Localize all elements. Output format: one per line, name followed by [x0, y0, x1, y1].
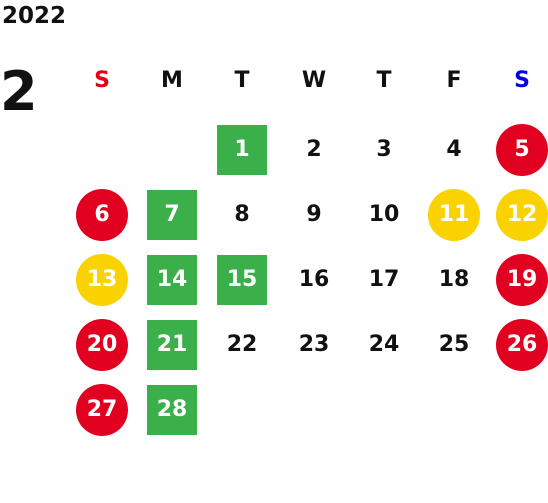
day-cell-17[interactable]: 17: [368, 267, 400, 292]
weekday-thu: T: [376, 68, 392, 93]
year-label: 2022: [2, 3, 67, 29]
day-cell-3[interactable]: 3: [376, 137, 392, 162]
weekday-wed: W: [301, 68, 327, 93]
day-cell-2[interactable]: 2: [306, 137, 322, 162]
day-cell-27[interactable]: 27: [76, 384, 128, 436]
day-cell-13[interactable]: 13: [76, 254, 128, 306]
day-cell-21[interactable]: 21: [147, 320, 197, 370]
day-cell-16[interactable]: 16: [298, 267, 330, 292]
day-cell-28[interactable]: 28: [147, 385, 197, 435]
day-cell-5[interactable]: 5: [496, 124, 548, 176]
day-cell-15[interactable]: 15: [217, 255, 267, 305]
weekday-sat: S: [514, 68, 530, 93]
day-cell-24[interactable]: 24: [368, 332, 400, 357]
day-cell-7[interactable]: 7: [147, 190, 197, 240]
day-cell-1[interactable]: 1: [217, 125, 267, 175]
month-label: 2: [0, 60, 38, 123]
day-cell-25[interactable]: 25: [438, 332, 470, 357]
day-cell-9[interactable]: 9: [306, 202, 322, 227]
weekday-tue: T: [234, 68, 250, 93]
weekday-mon: M: [161, 68, 183, 93]
day-cell-11[interactable]: 11: [428, 189, 480, 241]
day-cell-12[interactable]: 12: [496, 189, 548, 241]
day-cell-19[interactable]: 19: [496, 254, 548, 306]
day-cell-22[interactable]: 22: [226, 332, 258, 357]
day-cell-23[interactable]: 23: [298, 332, 330, 357]
weekday-sun: S: [94, 68, 110, 93]
day-cell-14[interactable]: 14: [147, 255, 197, 305]
day-cell-6[interactable]: 6: [76, 189, 128, 241]
weekday-fri: F: [446, 68, 462, 93]
day-cell-8[interactable]: 8: [234, 202, 250, 227]
day-cell-26[interactable]: 26: [496, 319, 548, 371]
day-cell-18[interactable]: 18: [438, 267, 470, 292]
day-cell-20[interactable]: 20: [76, 319, 128, 371]
day-cell-4[interactable]: 4: [446, 137, 462, 162]
day-cell-10[interactable]: 10: [368, 202, 400, 227]
